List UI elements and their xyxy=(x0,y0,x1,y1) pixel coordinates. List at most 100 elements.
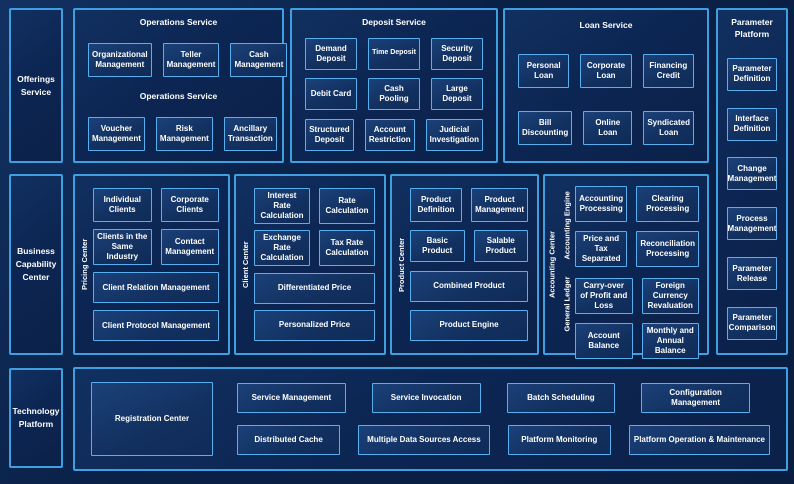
rail-technology-label: Technology Platform xyxy=(12,406,60,429)
box-financing-credit: Financing Credit xyxy=(642,54,694,89)
loan-service-title: Loan Service xyxy=(579,20,633,30)
box-basic-product: Basic Product xyxy=(410,230,465,263)
box-registration-center: Registration Center xyxy=(91,382,213,456)
panel-client-center: Client Center Interest Rate Calculation … xyxy=(234,174,386,355)
box-syndicated-loan: Syndicated Loan xyxy=(643,110,694,145)
box-personal-loan: Personal Loan xyxy=(518,54,570,89)
deposit-row-1: Demand Deposit Time Deposit Security Dep… xyxy=(305,37,483,70)
box-reconciliation-processing: Reconciliation Processing xyxy=(636,231,699,267)
client-row-1: Interest Rate Calculation Rate Calculati… xyxy=(254,188,375,224)
box-parameter-release: Parameter Release xyxy=(727,257,777,291)
box-security-deposit: Security Deposit xyxy=(431,37,483,70)
operations-service-mid-label: Operations Service xyxy=(139,91,218,102)
box-monthly-annual-balance: Monthly and Annual Balance xyxy=(641,323,699,359)
box-account-restriction: Account Restriction xyxy=(364,119,415,151)
rail-business-capability-center: Business Capability Center xyxy=(9,174,63,355)
technology-row-2: Distributed Cache Multiple Data Sources … xyxy=(237,425,771,455)
client-row-2: Exchange Rate Calculation Tax Rate Calcu… xyxy=(254,230,375,267)
box-service-management: Service Management xyxy=(237,383,346,413)
box-platform-monitoring: Platform Monitoring xyxy=(507,425,611,455)
box-distributed-cache: Distributed Cache xyxy=(237,425,341,455)
accounting-center-label: Accounting Center xyxy=(547,230,557,299)
deposit-row-3: Structured Deposit Account Restriction J… xyxy=(305,119,483,151)
operations-service-title: Operations Service xyxy=(139,17,218,27)
box-carry-over-profit-loss: Carry-over of Profit and Loss xyxy=(575,278,633,314)
box-personalized-price: Personalized Price xyxy=(254,309,375,341)
box-platform-operation-maintenance: Platform Operation & Maintenance xyxy=(628,425,771,455)
box-configuration-management: Configuration Management xyxy=(641,383,750,413)
panel-product-center: Product Center Product Definition Produc… xyxy=(390,174,539,355)
product-row-1: Product Definition Product Management xyxy=(410,188,528,222)
box-structured-deposit: Structured Deposit xyxy=(305,119,354,151)
box-product-definition: Product Definition xyxy=(410,188,463,222)
box-parameter-definition: Parameter Definition xyxy=(727,57,777,91)
box-accounting-processing: Accounting Processing xyxy=(575,186,628,222)
box-large-deposit: Large Deposit xyxy=(431,78,483,111)
box-cash-pooling: Cash Pooling xyxy=(368,78,420,111)
box-bill-discounting: Bill Discounting xyxy=(518,110,573,145)
loan-row-1: Personal Loan Corporate Loan Financing C… xyxy=(518,54,694,89)
panel-accounting-center: Accounting Center Accounting Engine Gene… xyxy=(543,174,709,359)
box-batch-scheduling: Batch Scheduling xyxy=(506,383,616,413)
box-cash-management: Cash Management xyxy=(230,42,288,77)
pricing-center-label: Pricing Center xyxy=(79,238,89,291)
box-interface-definition: Interface Definition xyxy=(727,107,777,141)
panel-operations-service: Operations Service Organizational Manage… xyxy=(73,8,288,163)
panel-loan-service: Loan Service Personal Loan Corporate Loa… xyxy=(503,8,709,163)
panel-deposit-service: Deposit Service Demand Deposit Time Depo… xyxy=(290,8,498,163)
box-change-management: Change Management xyxy=(727,157,777,191)
box-time-deposit: Time Deposit xyxy=(368,37,420,70)
box-parameter-comparison: Parameter Comparison xyxy=(727,306,777,340)
box-online-loan: Online Loan xyxy=(583,110,633,145)
box-individual-clients: Individual Clients xyxy=(93,188,152,222)
box-combined-product: Combined Product xyxy=(410,270,528,302)
panel-pricing-center: Pricing Center Individual Clients Corpor… xyxy=(73,174,230,355)
box-differentiated-price: Differentiated Price xyxy=(254,272,375,304)
parameter-platform-title: Parameter Platform xyxy=(731,17,773,39)
box-judicial-investigation: Judicial Investigation xyxy=(425,119,483,151)
loan-row-2: Bill Discounting Online Loan Syndicated … xyxy=(518,110,694,145)
box-corporate-loan: Corporate Loan xyxy=(580,54,632,89)
rail-business-label: Business Capability Center xyxy=(15,246,57,282)
box-tax-rate-calculation: Tax Rate Calculation xyxy=(319,230,375,267)
box-exchange-rate-calculation: Exchange Rate Calculation xyxy=(254,230,310,267)
box-price-and-tax-separated: Price and Tax Separated xyxy=(575,231,628,267)
box-risk-management: Risk Management xyxy=(155,116,213,151)
box-account-balance: Account Balance xyxy=(575,323,633,359)
rail-offerings-service: Offerings Service xyxy=(9,8,63,163)
box-clearing-processing: Clearing Processing xyxy=(636,186,699,222)
accounting-engine-label: Accounting Engine xyxy=(562,191,572,260)
product-center-label: Product Center xyxy=(396,237,406,292)
box-client-relation-management: Client Relation Management xyxy=(93,272,219,303)
box-salable-product: Salable Product xyxy=(473,230,528,263)
box-teller-management: Teller Management xyxy=(162,42,220,77)
product-row-2: Basic Product Salable Product xyxy=(410,230,528,263)
box-client-protocol-management: Client Protocol Management xyxy=(93,310,219,341)
box-service-invocation: Service Invocation xyxy=(371,383,481,413)
box-voucher-management: Voucher Management xyxy=(88,116,145,151)
panel-parameter-platform: Parameter Platform Parameter Definition … xyxy=(716,8,788,355)
box-product-management: Product Management xyxy=(471,188,528,222)
box-interest-rate-calculation: Interest Rate Calculation xyxy=(254,188,310,224)
general-ledger-group: Carry-over of Profit and Loss Foreign Cu… xyxy=(575,278,699,359)
rail-offerings-label: Offerings Service xyxy=(17,73,55,97)
box-product-engine: Product Engine xyxy=(410,309,528,341)
client-center-label: Client Center xyxy=(240,241,250,288)
box-clients-same-industry: Clients in the Same Industry xyxy=(93,229,152,265)
box-ancillary-transaction: Ancillary Transaction xyxy=(223,116,277,151)
pricing-row-1: Individual Clients Corporate Clients xyxy=(93,188,219,222)
accounting-sub-labels: Accounting Engine General Ledger xyxy=(560,186,575,343)
box-process-management: Process Management xyxy=(727,207,777,241)
deposit-service-title: Deposit Service xyxy=(362,17,426,27)
box-contact-management: Contact Management xyxy=(160,229,219,265)
box-rate-calculation: Rate Calculation xyxy=(319,188,375,224)
deposit-row-2: Debit Card Cash Pooling Large Deposit xyxy=(305,78,483,111)
technology-row-1: Service Management Service Invocation Ba… xyxy=(237,383,770,413)
panel-technology-platform: Registration Center Service Management S… xyxy=(73,367,788,471)
rail-technology-platform: Technology Platform xyxy=(9,368,63,468)
general-ledger-label: General Ledger xyxy=(562,276,572,332)
box-debit-card: Debit Card xyxy=(305,78,357,111)
box-foreign-currency-revaluation: Foreign Currency Revaluation xyxy=(641,278,699,314)
box-corporate-clients: Corporate Clients xyxy=(160,188,219,222)
